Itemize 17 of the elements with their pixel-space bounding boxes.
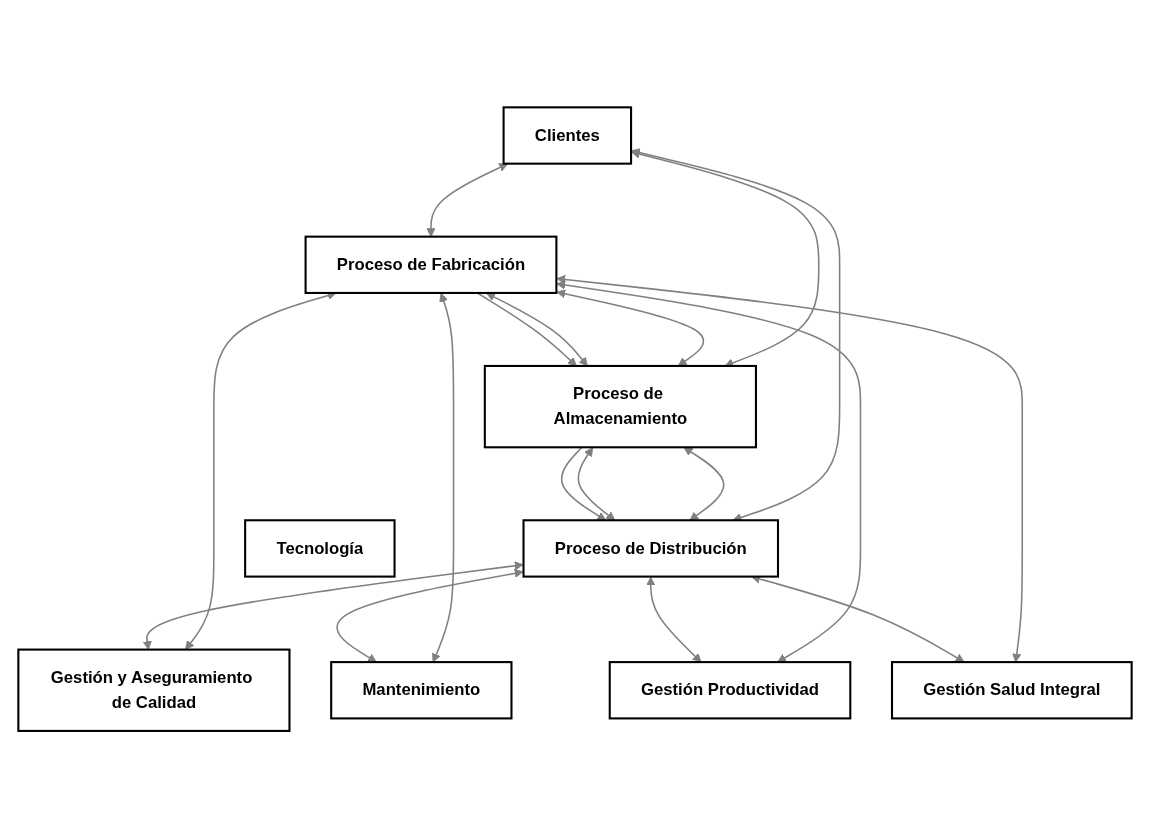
node-box: Proceso de Almacenamiento bbox=[483, 365, 757, 449]
node-box: Mantenimiento bbox=[330, 661, 513, 720]
node-box: Gestión Salud Integral bbox=[890, 661, 1133, 720]
node-box: Tecnología bbox=[244, 519, 396, 578]
arrow bbox=[556, 280, 862, 663]
arrow bbox=[486, 293, 588, 367]
node-box: Gestión y Aseguramiento de Calidad bbox=[17, 648, 291, 733]
node-box: Clientes bbox=[502, 106, 633, 166]
arrow bbox=[426, 163, 508, 238]
node-box: Proceso de Fabricación bbox=[304, 235, 558, 295]
arrow bbox=[556, 275, 1024, 663]
arrow bbox=[432, 293, 455, 663]
node-box: Gestión Productividad bbox=[608, 661, 852, 720]
arrow bbox=[336, 569, 524, 663]
arrow bbox=[646, 576, 702, 663]
arrow bbox=[556, 289, 705, 367]
node-box: Proceso de Distribución bbox=[522, 519, 780, 578]
